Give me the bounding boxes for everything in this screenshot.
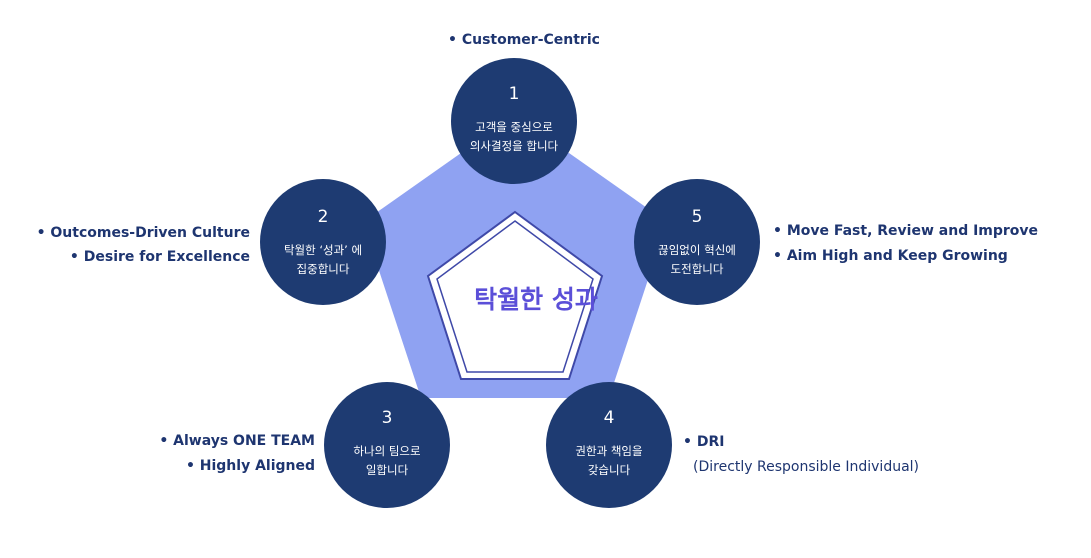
node-4-line-1: 권한과 책임을	[575, 444, 643, 458]
node-3-number: 3	[381, 408, 393, 428]
node-4-circle	[546, 382, 672, 508]
label-outcomes-driven: • Outcomes-Driven Culture	[36, 225, 250, 241]
node-2-line-1: 탁월한 ‘성과’ 에	[283, 243, 363, 257]
node-4-line-2: 갖습니다	[587, 463, 631, 477]
node-2: 2 탁월한 ‘성과’ 에 집중합니다	[259, 207, 387, 279]
node-3-circle	[324, 382, 450, 508]
node-5-line-2: 도전합니다	[670, 262, 724, 276]
label-dri: • DRI	[683, 434, 725, 450]
center-title: 탁월한 성과	[474, 285, 598, 314]
label-dri-detail: (Directly Responsible Individual)	[693, 459, 920, 475]
node-1-line-1: 고객을 중심으로	[475, 120, 553, 134]
node-3-line-1: 하나의 팀으로	[353, 444, 421, 458]
node-1-line-2: 의사결정을 합니다	[469, 139, 559, 153]
node-5-line-1: 끊임없이 혁신에	[658, 243, 736, 257]
node-3-line-2: 일합니다	[365, 463, 409, 477]
label-desire-excellence: • Desire for Excellence	[69, 249, 250, 265]
node-5: 5 끊임없이 혁신에 도전합니다	[633, 207, 761, 279]
node-2-line-2: 집중합니다	[296, 262, 350, 276]
node-1-number: 1	[508, 84, 520, 104]
node-4-number: 4	[603, 408, 615, 428]
node-1-circle	[451, 58, 577, 184]
label-aim-high: • Aim High and Keep Growing	[773, 248, 1008, 264]
label-customer-centric: • Customer-Centric	[448, 32, 600, 48]
label-move-fast: • Move Fast, Review and Improve	[773, 223, 1039, 239]
label-highly-aligned: • Highly Aligned	[185, 458, 315, 474]
node-1: 1 고객을 중심으로 의사결정을 합니다	[450, 84, 578, 156]
label-one-team: • Always ONE TEAM	[159, 433, 315, 449]
node-5-number: 5	[691, 207, 703, 227]
node-2-number: 2	[317, 207, 329, 227]
node-4: 4 권한과 책임을 갖습니다	[545, 408, 673, 480]
node-2-circle	[260, 179, 386, 305]
inner-pentagon-inset	[436, 220, 594, 373]
node-5-circle	[634, 179, 760, 305]
node-3: 3 하나의 팀으로 일합니다	[323, 408, 451, 480]
